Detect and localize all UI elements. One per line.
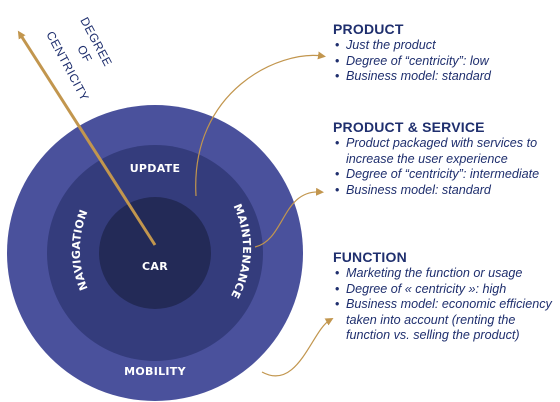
list-item: Marketing the function or usage <box>333 266 558 282</box>
panel-function: FUNCTION Marketing the function or usage… <box>333 249 558 344</box>
ring-label-mobility: MOBILITY <box>124 365 186 378</box>
centricity-axis-arrow <box>17 30 157 246</box>
list-item: Business model: standard <box>333 183 558 199</box>
panel-product-list: Just the product Degree of “centricity”:… <box>333 38 558 85</box>
connector-function <box>261 318 334 377</box>
panel-product-and-service: PRODUCT & SERVICE Product packaged with … <box>333 119 558 198</box>
panel-function-title: FUNCTION <box>333 249 407 265</box>
list-item: Product packaged with services to increa… <box>333 136 558 167</box>
panel-product: PRODUCT Just the product Degree of “cent… <box>333 21 558 85</box>
panel-function-list: Marketing the function or usage Degree o… <box>333 266 558 344</box>
connector-service <box>254 187 324 248</box>
list-item: Degree of “centricity”: intermediate <box>333 167 558 183</box>
list-item: Just the product <box>333 38 558 54</box>
panel-product-title: PRODUCT <box>333 21 404 37</box>
ring-label-navigation: NAVIGATION <box>70 208 91 293</box>
connector-product <box>195 51 326 197</box>
list-item: Business model: standard <box>333 69 558 85</box>
panel-service-list: Product packaged with services to increa… <box>333 136 558 198</box>
list-item: Degree of “centricity”: low <box>333 54 558 70</box>
ring-label-update: UPDATE <box>130 162 181 175</box>
list-item: Degree of « centricity »: high <box>333 282 558 298</box>
list-item: Business model: economic efficiency take… <box>333 297 558 344</box>
panel-service-title: PRODUCT & SERVICE <box>333 119 485 135</box>
core-label-car: CAR <box>142 260 168 273</box>
inner-core-car <box>99 197 211 309</box>
axis-label-centricity: CENTRICITY <box>43 29 92 104</box>
